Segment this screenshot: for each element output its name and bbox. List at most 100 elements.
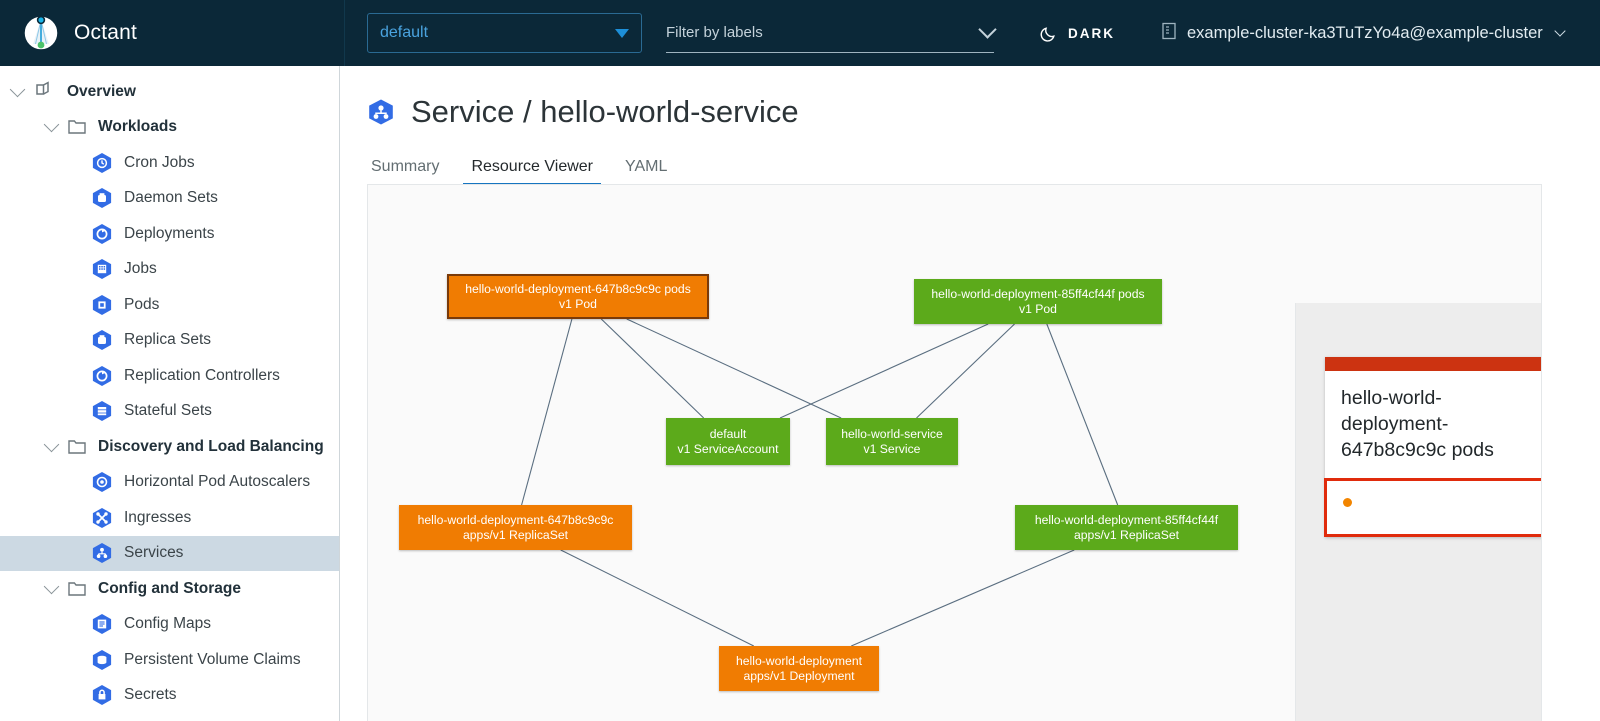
sidebar-item-deployments[interactable]: Deployments <box>0 216 339 252</box>
sidebar-item-stateful-sets[interactable]: Stateful Sets <box>0 394 339 430</box>
sidebar-item-label: Config and Storage <box>98 579 241 597</box>
sidebar-item-label: Services <box>124 544 184 562</box>
theme-toggle-label: DARK <box>1068 25 1115 41</box>
sidebar-item-ingresses[interactable]: Ingresses <box>0 500 339 536</box>
sidebar-item-pods[interactable]: Pods <box>0 287 339 323</box>
graph-node-name: hello-world-deployment-647b8c9c9c <box>417 512 614 527</box>
sidebar-item-overview[interactable]: Overview <box>0 74 339 110</box>
graph-edges <box>521 318 1119 647</box>
chevron-down-icon <box>1554 25 1566 37</box>
tab-summary[interactable]: Summary <box>371 158 440 175</box>
detail-card[interactable]: hello-world-deployment-647b8c9c9c pods <box>1324 357 1541 537</box>
graph-node-name: default <box>709 426 747 441</box>
graph-node-kind: v1 ServiceAccount <box>677 441 779 456</box>
namespace-value: default <box>380 24 429 41</box>
sidebar-item-label: Pods <box>124 295 160 313</box>
sidebar-item-daemon-sets[interactable]: Daemon Sets <box>0 181 339 217</box>
page-title-text: Service / hello-world-service <box>411 94 799 129</box>
job-icon <box>91 258 113 280</box>
sidebar-item-horizontal-pod-autoscalers[interactable]: Horizontal Pod Autoscalers <box>0 465 339 501</box>
sidebar-item-label: Persistent Volume Claims <box>124 650 301 668</box>
graph-edge <box>851 549 1075 647</box>
sidebar-item-label: Deployments <box>124 224 215 242</box>
sidebar-item-jobs[interactable]: Jobs <box>0 252 339 288</box>
graph-edge <box>916 323 1015 419</box>
graph-node-name: hello-world-deployment-647b8c9c9c pods <box>465 281 691 296</box>
sidebar-item-label: Cron Jobs <box>124 153 195 171</box>
sidebar-item-label: Replica Sets <box>124 331 212 349</box>
namespace-selector[interactable]: default <box>367 13 642 53</box>
sidebar-item-label: Discovery and Load Balancing <box>98 437 324 455</box>
graph-node-name: hello-world-deployment-85ff4cf44f <box>1034 512 1219 527</box>
graph-node-kind: apps/v1 ReplicaSet <box>462 527 568 542</box>
expand-caret[interactable] <box>34 436 68 455</box>
graph-edge <box>600 318 705 419</box>
sidebar-item-discovery-and-load-balancing[interactable]: Discovery and Load Balancing <box>0 429 339 465</box>
sidebar-item-config-maps[interactable]: Config Maps <box>0 607 339 643</box>
sidebar-item-config-and-storage[interactable]: Config and Storage <box>0 571 339 607</box>
cron-job-icon <box>91 152 113 174</box>
chevron-down-icon <box>43 436 59 453</box>
graph-node-name: hello-world-deployment <box>736 653 862 668</box>
pvc-icon <box>91 649 113 671</box>
tab-yaml[interactable]: YAML <box>625 158 668 175</box>
graph-node-kind: apps/v1 ReplicaSet <box>1073 527 1179 542</box>
cluster-selector[interactable]: example-cluster-ka3TuTzYo4a@example-clus… <box>1161 22 1566 45</box>
app-header: Octant default Filter by labels DARK exa… <box>0 0 1600 66</box>
theme-toggle[interactable]: DARK <box>1040 24 1115 42</box>
graph-node-kind: v1 Service <box>863 441 921 456</box>
overview-icon <box>34 81 56 103</box>
sidebar-item-replication-controllers[interactable]: Replication Controllers <box>0 358 339 394</box>
sidebar-item-cron-jobs[interactable]: Cron Jobs <box>0 145 339 181</box>
detail-card-accent-bar <box>1325 357 1541 371</box>
daemon-set-icon <box>91 187 113 209</box>
brand[interactable]: Octant <box>0 0 345 66</box>
detail-card-title: hello-world-deployment-647b8c9c9c pods <box>1341 387 1494 461</box>
secret-icon <box>91 684 113 706</box>
expand-caret[interactable] <box>0 81 34 100</box>
sidebar-item-persistent-volume-claims[interactable]: Persistent Volume Claims <box>0 642 339 678</box>
label-filter-placeholder: Filter by labels <box>666 24 763 41</box>
page-title: Service / hello-world-service <box>340 66 1600 130</box>
replica-set-icon <box>91 329 113 351</box>
config-map-icon <box>91 613 113 635</box>
label-filter-input[interactable]: Filter by labels <box>666 13 997 53</box>
graph-edge <box>560 549 755 647</box>
hpa-icon <box>91 471 113 493</box>
moon-icon <box>1040 24 1058 42</box>
expand-caret[interactable] <box>34 116 68 135</box>
sidebar-item-label: Daemon Sets <box>124 189 218 207</box>
tab-resource-viewer[interactable]: Resource Viewer <box>455 158 609 186</box>
graph-node-name: hello-world-deployment-85ff4cf44f pods <box>931 286 1145 301</box>
sidebar-item-secrets[interactable]: Secrets <box>0 678 339 714</box>
sidebar-item-services[interactable]: Services <box>0 535 339 571</box>
sidebar-item-label: Ingresses <box>124 508 192 526</box>
sidebar-item-workloads[interactable]: Workloads <box>0 110 339 146</box>
chevron-down-icon <box>9 81 25 98</box>
pod-icon <box>91 294 113 316</box>
service-icon <box>367 98 395 126</box>
detail-card-body <box>1324 478 1541 537</box>
triangle-down-icon <box>615 28 629 38</box>
resource-viewer-graph[interactable]: hello-world-deployment-647b8c9c9c pods v1… <box>367 184 1542 721</box>
replication-controller-icon <box>91 365 113 387</box>
chevron-down-icon <box>43 116 59 133</box>
sidebar-item-replica-sets[interactable]: Replica Sets <box>0 323 339 359</box>
detail-side-panel: hello-world-deployment-647b8c9c9c pods <box>1295 303 1541 721</box>
octant-logo-icon <box>22 14 60 52</box>
graph-node-kind: v1 Pod <box>1019 301 1057 316</box>
sidebar-item-label: Workloads <box>98 118 177 136</box>
ingress-icon <box>91 507 113 529</box>
graph-node-kind: apps/v1 Deployment <box>743 668 855 683</box>
expand-caret[interactable] <box>34 578 68 597</box>
graph-edge <box>521 318 573 506</box>
status-dot-icon <box>1343 498 1352 507</box>
